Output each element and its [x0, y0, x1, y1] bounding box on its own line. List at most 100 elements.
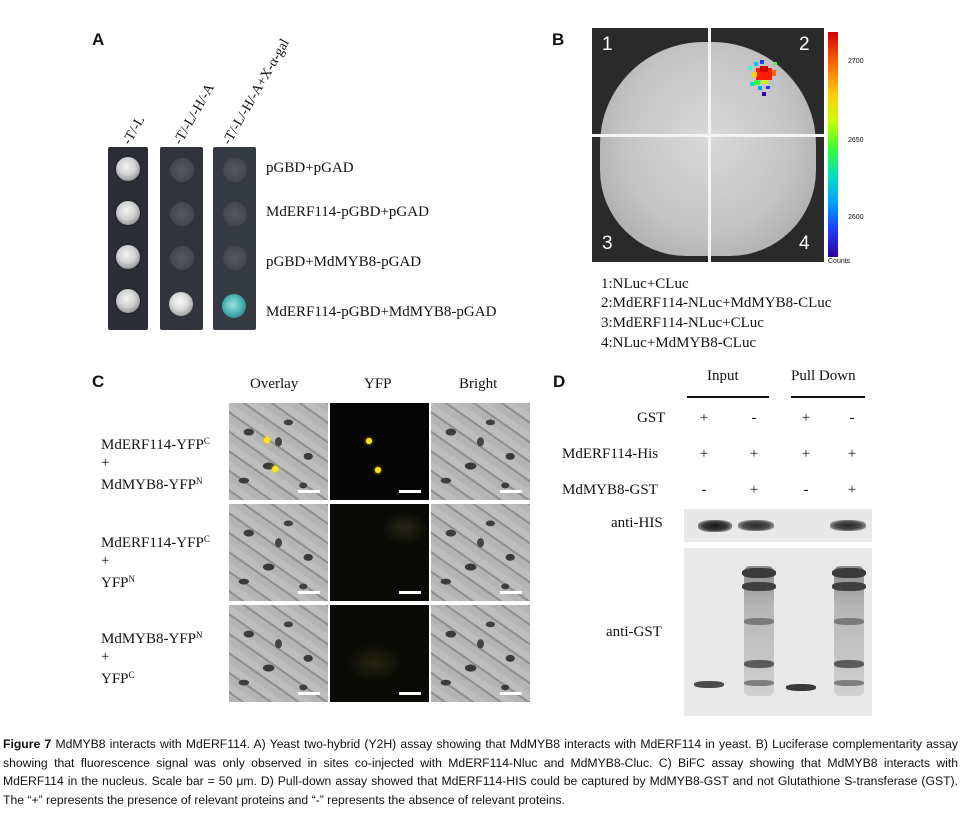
micrograph-overlay: [229, 605, 328, 702]
y2h-column-label: -T/-L: [120, 113, 149, 148]
presence-sign: +: [699, 410, 709, 426]
pulldown-row-label: GST: [637, 410, 666, 426]
micrograph-bright: [431, 403, 530, 500]
blot-band: [834, 660, 864, 668]
presence-sign: +: [699, 446, 709, 462]
scale-bar: [298, 591, 320, 594]
pulldown-group-label: Pull Down: [791, 368, 856, 384]
blot-label: anti-GST: [606, 624, 662, 640]
scale-bar: [298, 692, 320, 695]
nuclear-signal: [366, 438, 372, 444]
caption-label: Figure 7: [3, 737, 52, 751]
scale-bar: [399, 591, 421, 594]
luciferase-leaf-image: 1 2 3 4: [592, 28, 824, 262]
yeast-colony: [116, 245, 140, 269]
bifc-construct-1: MdERF114-YFP: [101, 535, 204, 551]
presence-sign: -: [751, 410, 757, 426]
luciferase-legend-item: 3:MdERF114-NLuc+CLuc: [601, 315, 764, 331]
presence-sign: +: [749, 482, 759, 498]
scale-bar: [298, 490, 320, 493]
bifc-superscript: N: [196, 630, 203, 640]
yeast-colony: [223, 246, 247, 270]
scale-bar: [399, 490, 421, 493]
nuclear-signal: [272, 466, 278, 472]
micrograph-bright: [431, 605, 530, 702]
presence-sign: -: [803, 482, 809, 498]
bifc-superscript: C: [203, 436, 210, 446]
yeast-colony: [170, 202, 194, 226]
presence-sign: -: [849, 410, 855, 426]
yeast-colony: [170, 246, 194, 270]
blot-band: [742, 568, 776, 578]
y2h-row-label: MdERF114-pGBD+pGAD: [266, 204, 429, 220]
y2h-column-label: -T/-L/-H/-A+X-α-gal: [220, 36, 293, 148]
panel-b-letter: B: [552, 30, 565, 49]
group-underline: [791, 396, 865, 398]
blot-band: [832, 582, 866, 591]
luciferase-legend-item: 1:NLuc+CLuc: [601, 276, 689, 292]
bifc-row-label: MdERF114-YFPC + MdMYB8-YFPN: [101, 432, 210, 494]
bifc-plus: +: [101, 649, 110, 665]
luciferase-signal: [748, 60, 777, 96]
bifc-superscript: C: [203, 534, 210, 544]
bifc-column-label: Overlay: [250, 376, 299, 392]
luciferase-legend-item: 4:NLuc+MdMYB8-CLuc: [601, 335, 757, 351]
y2h-row-label: pGBD+MdMYB8-pGAD: [266, 254, 422, 270]
yeast-colony: [169, 292, 193, 316]
luciferase-legend-item: 2:MdERF114-NLuc+MdMYB8-CLuc: [601, 295, 832, 311]
micrograph-overlay: [229, 403, 328, 500]
panel-d-letter: D: [553, 372, 566, 391]
presence-sign: +: [847, 482, 857, 498]
quadrant-number: 2: [799, 34, 810, 55]
yeast-colony: [116, 157, 140, 181]
colorbar: [828, 32, 838, 257]
anti-gst-blot: [684, 548, 872, 716]
blot-band: [698, 520, 732, 532]
bifc-superscript: N: [196, 476, 203, 486]
pulldown-group-label: Input: [707, 368, 739, 384]
scale-bar: [500, 490, 522, 493]
scale-bar: [500, 692, 522, 695]
blot-band: [694, 681, 724, 688]
panel-c-letter: C: [92, 372, 105, 391]
quadrant-divider: [708, 28, 711, 262]
blot-band: [830, 520, 866, 531]
quadrant-divider: [592, 134, 824, 137]
bifc-superscript: C: [128, 670, 135, 680]
figure-caption: Figure 7 MdMYB8 interacts with MdERF114.…: [3, 735, 958, 809]
bifc-construct-1: MdERF114-YFP: [101, 437, 204, 453]
colorbar-tick: 2650: [848, 137, 864, 144]
micrograph-yfp: [330, 605, 429, 702]
scale-bar: [500, 591, 522, 594]
blot-band: [832, 568, 866, 578]
pulldown-row-label: MdMYB8-GST: [562, 482, 658, 498]
pulldown-row-label: MdERF114-His: [562, 446, 659, 462]
bifc-construct-1: MdMYB8-YFP: [101, 631, 197, 647]
anti-his-blot: [684, 509, 872, 542]
yeast-plate-ssd: [108, 147, 148, 330]
nuclear-signal: [375, 467, 381, 473]
presence-sign: +: [801, 410, 811, 426]
colorbar-tick: 2600: [848, 214, 864, 221]
yeast-colony: [222, 294, 246, 318]
yeast-plate-xgal: [213, 147, 256, 330]
presence-sign: -: [701, 482, 707, 498]
micrograph-bright: [431, 504, 530, 601]
blot-band: [834, 680, 864, 686]
yeast-colony: [170, 158, 194, 182]
bifc-construct-2: MdMYB8-YFP: [101, 477, 197, 493]
bifc-construct-2: YFP: [101, 671, 129, 687]
bifc-plus: +: [101, 553, 110, 569]
y2h-row-label: MdERF114-pGBD+MdMYB8-pGAD: [266, 304, 497, 320]
y2h-row-label: pGBD+pGAD: [266, 160, 354, 176]
blot-band: [742, 582, 776, 591]
bifc-column-label: YFP: [364, 376, 392, 392]
micrograph-yfp: [330, 504, 429, 601]
caption-text: MdMYB8 interacts with MdERF114. A) Yeast…: [3, 737, 958, 807]
bifc-construct-2: YFP: [101, 575, 129, 591]
group-underline: [687, 396, 769, 398]
yeast-colony: [116, 289, 140, 313]
micrograph-yfp: [330, 403, 429, 500]
bifc-superscript: N: [128, 574, 136, 584]
scale-bar: [399, 692, 421, 695]
